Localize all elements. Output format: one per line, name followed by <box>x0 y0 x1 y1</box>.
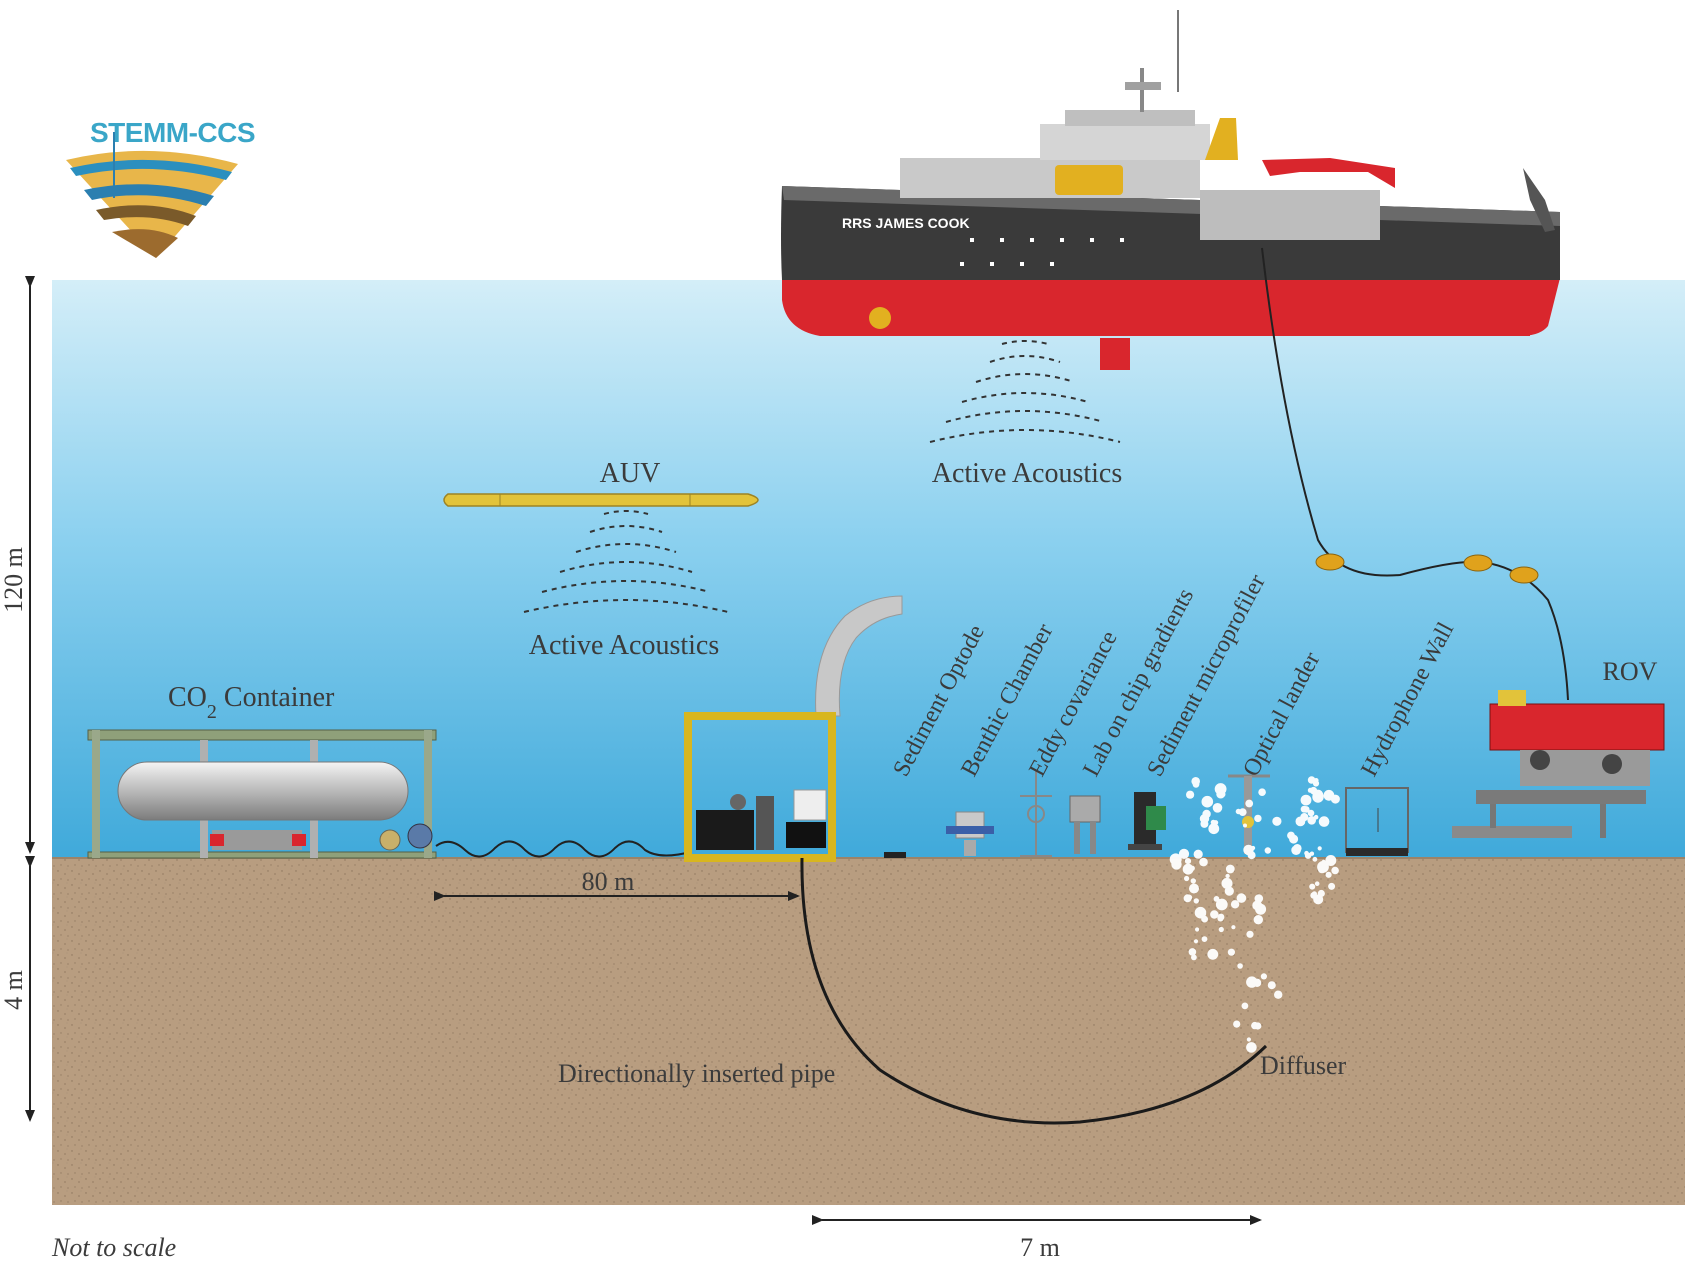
rov-label: ROV <box>1603 657 1658 686</box>
ship-name: RRS JAMES COOK <box>842 215 970 231</box>
hydrophone-wall-device <box>1345 787 1409 856</box>
research-ship: RRS JAMES COOK <box>781 10 1560 370</box>
lab-on-chip-device <box>1069 795 1101 854</box>
co2-subscript: 2 <box>207 701 217 723</box>
co2-suffix: Container <box>217 682 335 713</box>
logo-text: STEMM-CCS <box>90 117 255 148</box>
not-to-scale-label: Not to scale <box>51 1233 176 1261</box>
distance-horizontal-label: 80 m <box>582 867 635 896</box>
ship-acoustic-beam <box>929 340 1121 443</box>
auv-vehicle <box>443 493 759 507</box>
tether-floats <box>1315 553 1539 584</box>
rov-vehicle <box>1452 690 1665 838</box>
active-acoustics-auv-label: Active Acoustics <box>529 630 720 661</box>
benthic-chamber-device <box>946 811 994 856</box>
seafloor-instruments <box>884 770 1409 858</box>
co2-container <box>87 729 437 859</box>
active-acoustics-ship-label: Active Acoustics <box>932 458 1123 489</box>
sediment-layer <box>52 858 1685 1205</box>
co2-prefix: CO <box>168 682 207 713</box>
directional-pipe <box>800 857 1268 1125</box>
dimension-arrows <box>25 276 1262 1225</box>
co2-bubble-plume <box>1169 776 1340 1053</box>
supply-hose <box>435 840 691 858</box>
eddy-covariance-device <box>1020 770 1052 857</box>
depth-sediment-label: 4 m <box>0 970 28 1010</box>
auv-acoustic-beam <box>523 510 729 613</box>
auv-label: AUV <box>600 458 661 489</box>
microprofiler-device <box>1128 792 1166 850</box>
pipe-lander <box>684 595 903 862</box>
distance-bottom-label: 7 m <box>1020 1233 1060 1261</box>
diffuser-label: Diffuser <box>1260 1051 1347 1080</box>
rov-tether <box>1261 247 1569 701</box>
stemm-ccs-logo: STEMM-CCS <box>66 117 256 258</box>
co2-container-label: CO2 Container <box>168 682 335 723</box>
directional-pipe-label: Directionally inserted pipe <box>558 1059 835 1088</box>
depth-water-label: 120 m <box>0 547 28 613</box>
